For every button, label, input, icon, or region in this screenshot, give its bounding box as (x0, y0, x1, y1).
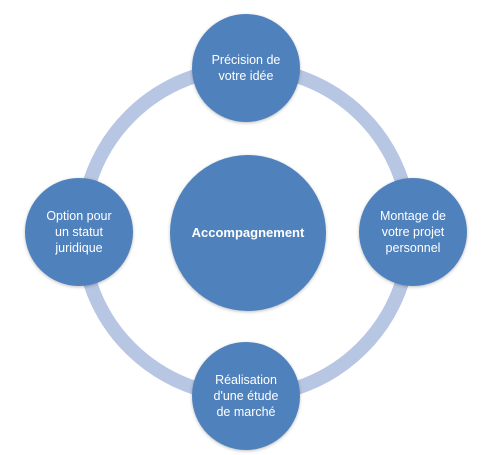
node-statut-juridique-label: Option pour un statut juridique (46, 209, 112, 255)
node-montage-projet-label: Montage de votre projet personnel (379, 209, 447, 255)
node-montage-projet: Montage de votre projet personnel (359, 178, 467, 286)
node-precision-idee: Précision de votre idée (192, 14, 300, 122)
node-etude-marche-label: Réalisation d'une étude de marché (213, 373, 279, 419)
node-statut-juridique: Option pour un statut juridique (25, 178, 133, 286)
node-precision-idee-label: Précision de votre idée (211, 53, 281, 83)
center-label: Accompagnement (191, 225, 305, 240)
node-etude-marche: Réalisation d'une étude de marché (192, 342, 300, 450)
node-center-accompagnement: Accompagnement (170, 155, 326, 311)
